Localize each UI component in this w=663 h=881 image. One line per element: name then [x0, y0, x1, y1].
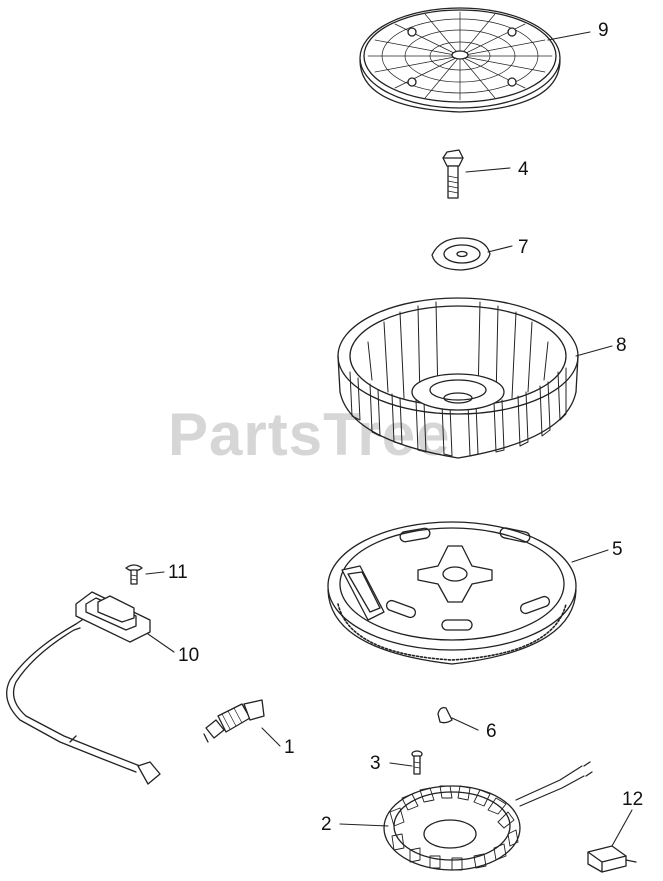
callout-12: 12 — [622, 789, 644, 810]
callout-9: 9 — [598, 20, 609, 41]
callout-5: 5 — [612, 539, 623, 560]
part-5-flywheel — [327, 521, 577, 665]
callout-4: 4 — [518, 159, 529, 180]
part-8-fan — [337, 297, 579, 459]
part-6-key — [437, 706, 453, 724]
callout-3: 3 — [370, 753, 381, 774]
callout-2: 2 — [321, 814, 332, 835]
callout-11: 11 — [168, 562, 188, 583]
part-3-screw — [411, 750, 423, 775]
part-12-connector — [587, 845, 637, 873]
watermark: PartsTree — [168, 401, 451, 468]
leader-lines — [145, 31, 633, 847]
part-9-flywheel-screen — [359, 7, 561, 113]
part-11-screw — [125, 564, 143, 585]
callout-6: 6 — [486, 721, 497, 742]
part-4-bolt — [442, 149, 464, 199]
callout-7: 7 — [518, 237, 529, 258]
part-1-spark-plug — [203, 699, 265, 743]
part-2-stator — [383, 761, 593, 871]
part-10-ignition-module — [6, 591, 161, 785]
part-7-washer — [431, 237, 491, 271]
callout-10: 10 — [178, 645, 200, 666]
callout-1: 1 — [284, 737, 295, 758]
callout-8: 8 — [616, 335, 627, 356]
